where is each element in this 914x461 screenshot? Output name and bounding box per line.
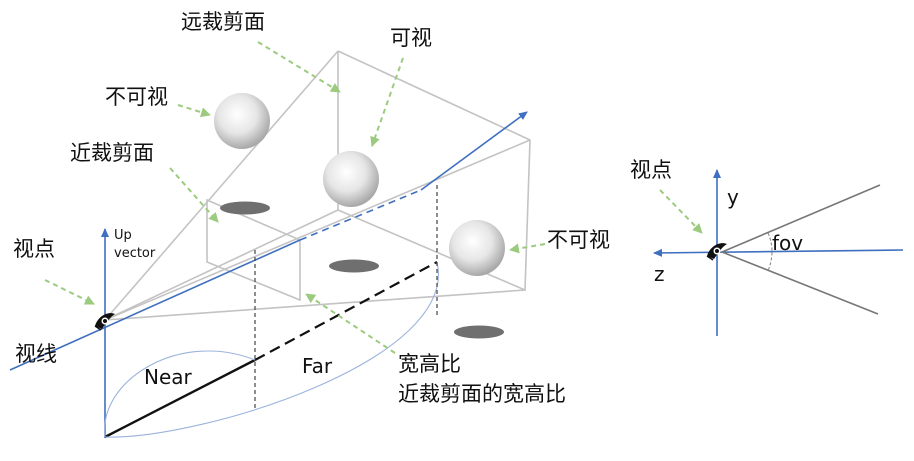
far-clip-label: 远裁剪面 <box>181 10 265 34</box>
spheres <box>214 93 505 276</box>
far-label: Far <box>302 354 333 378</box>
frustum <box>104 50 531 321</box>
invisible-right-label: 不可视 <box>547 228 610 252</box>
eye-icon <box>94 313 115 331</box>
shadow <box>329 259 379 273</box>
line-of-sight-label: 视线 <box>15 342 57 366</box>
shadows <box>220 201 504 339</box>
up-vector-label-2: vector <box>114 246 156 261</box>
shadow <box>454 325 504 339</box>
aspect-label-2: 近裁剪面的宽高比 <box>398 382 566 406</box>
near-clip-label: 近裁剪面 <box>70 141 154 165</box>
z-axis-label: z <box>654 262 665 286</box>
side-viewpoint-label: 视点 <box>630 158 672 182</box>
sphere-invisible-top <box>214 93 270 149</box>
distances <box>104 185 439 439</box>
sphere-visible <box>323 151 379 207</box>
z-axis <box>653 248 904 257</box>
y-axis-label: y <box>727 185 739 209</box>
main-labels: 远裁剪面 可视 不可视 近裁剪面 视点 Up vector 视线 Near Fa… <box>13 10 610 406</box>
axes <box>9 111 528 438</box>
fov-upper-line <box>721 184 881 253</box>
side-view: 视点 y z fov <box>630 158 904 336</box>
line-of-sight <box>9 239 301 371</box>
fov-lower-line <box>721 251 879 315</box>
sphere-invisible-right <box>449 220 505 276</box>
fov-label: fov <box>772 231 803 255</box>
shadow <box>220 201 270 215</box>
fov-arc <box>767 232 773 272</box>
eye-icon <box>706 243 727 261</box>
viewpoint-label: 视点 <box>13 237 55 261</box>
callouts <box>44 41 546 354</box>
near-clip-plane <box>206 198 301 302</box>
near-label: Near <box>144 365 193 389</box>
visible-label: 可视 <box>390 26 432 50</box>
aspect-label-1: 宽高比 <box>398 352 461 376</box>
invisible-top-label: 不可视 <box>105 85 168 109</box>
up-vector-label-1: Up <box>114 228 132 243</box>
